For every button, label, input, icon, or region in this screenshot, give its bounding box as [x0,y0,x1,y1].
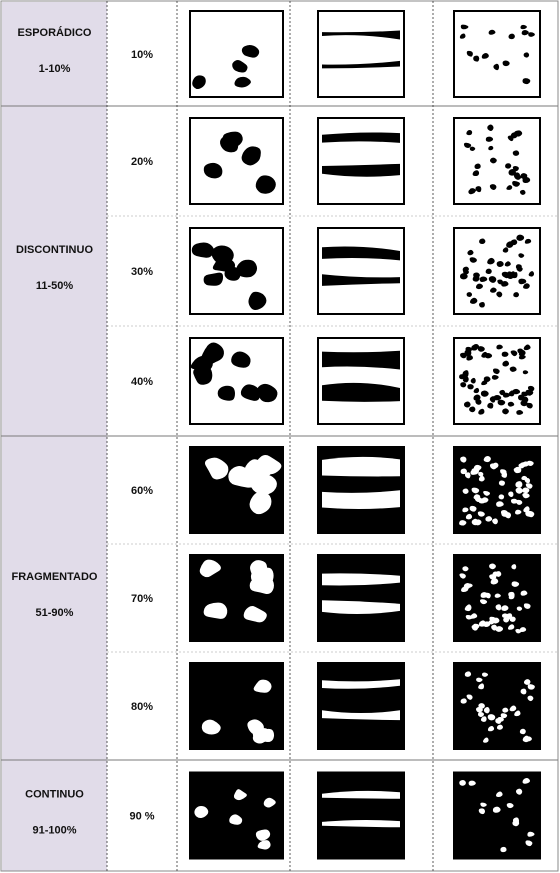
pattern-blobs-box [189,446,284,534]
coverage-percent-label: 30% [131,266,153,278]
category-cell [2,2,107,106]
pattern-bands-box [317,10,405,98]
category-range: 1-10% [39,63,71,75]
pattern-dots-box [453,662,541,750]
pattern-dots-box [453,10,541,98]
coverage-percent-label: 40% [131,376,153,388]
pattern-dots-box [453,554,541,642]
category-name: DISCONTINUO [16,244,93,256]
category-name: ESPORÁDICO [18,26,92,39]
category-range: 51-90% [36,607,74,619]
category-cell [2,436,107,760]
category-cell [2,760,107,871]
pattern-dots-box [453,771,541,860]
pattern-bands-box [317,227,405,315]
category-name: CONTINUO [25,789,84,801]
category-cell [2,106,107,436]
category-name: FRAGMENTADO [12,571,98,583]
pattern-blobs-box [189,554,284,642]
pattern-blobs-box [189,227,284,315]
coverage-percent-label: 70% [131,593,153,605]
coverage-percent-label: 60% [131,485,153,497]
pattern-blobs-box [189,117,284,205]
pattern-blobs-box [189,771,284,860]
pattern-bands-box [317,771,405,860]
pattern-dots-box [453,227,541,315]
coverage-percent-label: 10% [131,49,153,61]
category-range: 11-50% [36,280,74,292]
pattern-bands-box [317,446,405,534]
coverage-percent-label: 80% [131,701,153,713]
pattern-blobs-box [189,337,284,425]
pattern-bands-box [317,337,405,425]
category-range: 91-100% [32,825,76,837]
coverage-percent-label: 90 % [129,811,154,823]
coverage-percent-label: 20% [131,156,153,168]
pattern-bands-box [317,554,405,642]
pattern-blobs-box [189,10,284,98]
pattern-bands-box [317,117,405,205]
pattern-dots-box [453,337,541,425]
pattern-blobs-box [189,662,284,750]
pattern-bands-box [317,662,405,750]
pattern-dots-box [453,446,541,534]
pattern-dots-box [453,117,541,205]
